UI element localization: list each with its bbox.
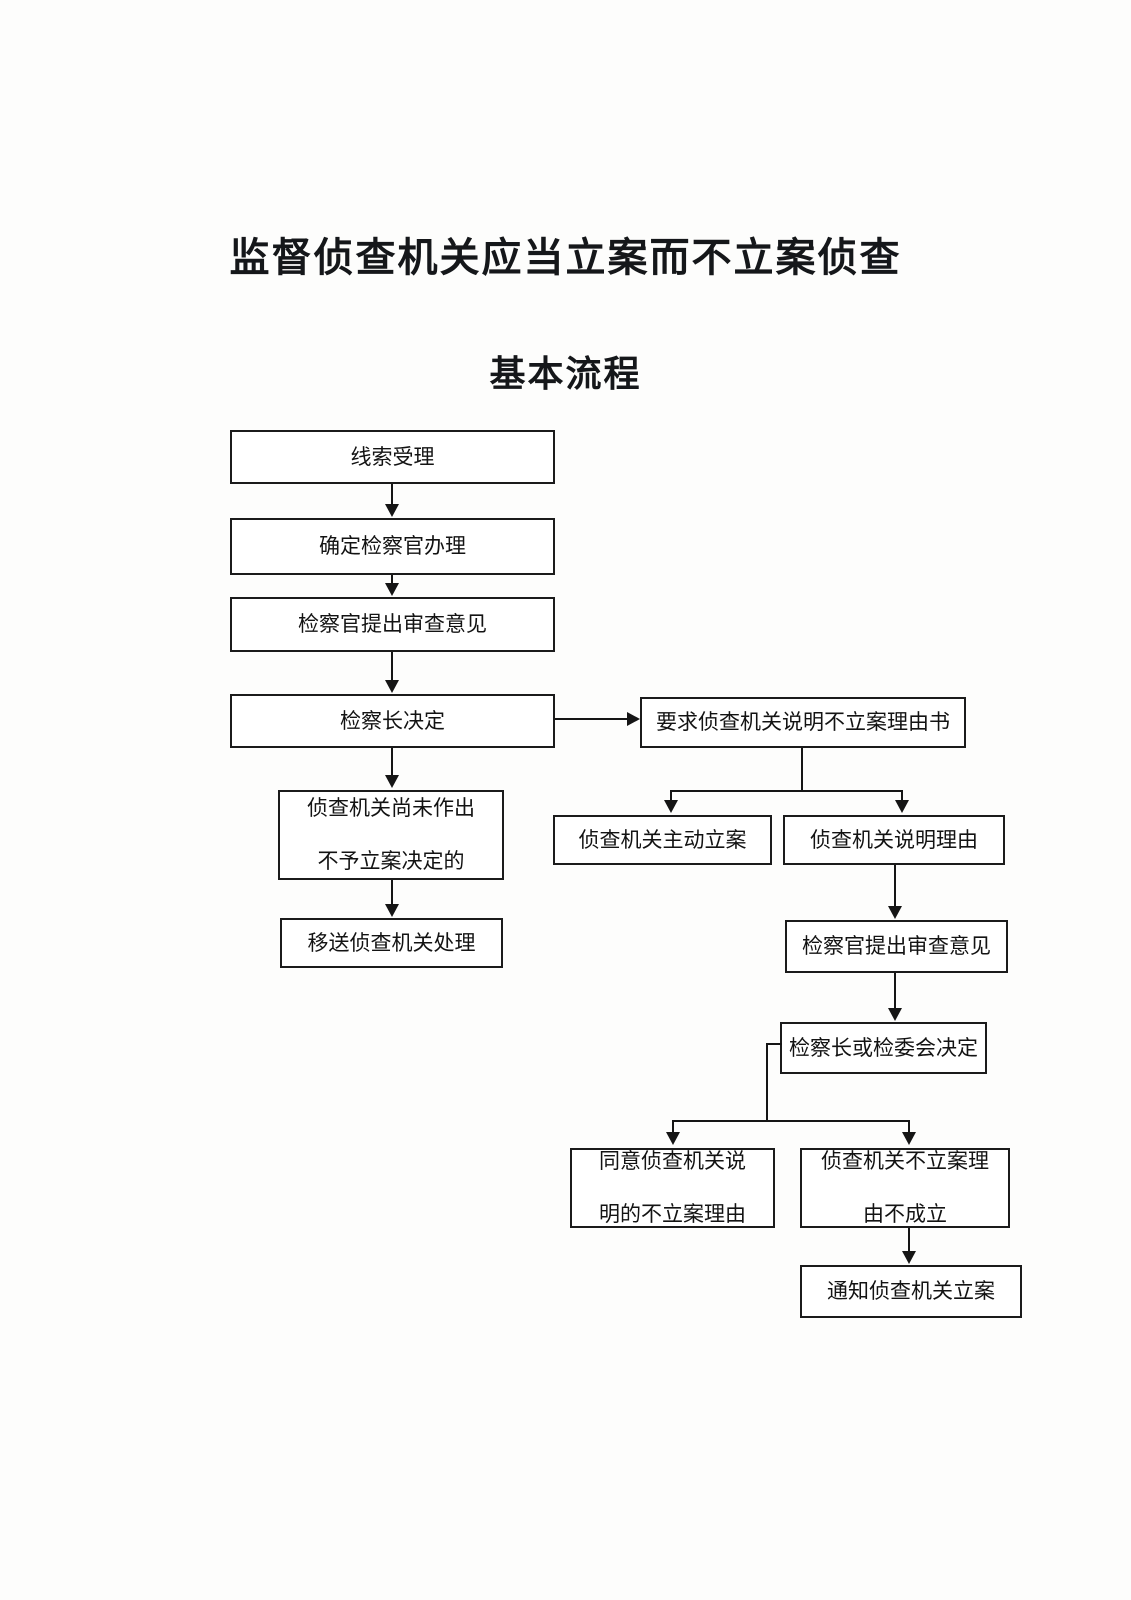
connector-arrow-n5-n8 <box>664 800 678 813</box>
connector-line-n11-split-bar <box>672 1120 910 1122</box>
connector-arrow-n11-n13 <box>902 1132 916 1145</box>
connector-line-n5-n8-drop <box>670 790 672 802</box>
connector-line-n2-n3 <box>391 575 393 584</box>
flow-node-label: 确定检察官办理 <box>319 534 466 559</box>
flow-node-label-line-1: 同意侦查机关说 <box>599 1148 746 1173</box>
flow-node-label: 侦查机关主动立案 <box>578 827 747 852</box>
connector-arrow-n2-n3 <box>385 583 399 596</box>
flow-node-label-line-2: 明的不立案理由 <box>599 1202 746 1227</box>
connector-line-n11-n13-drop <box>908 1120 910 1134</box>
flow-node-侦查机关尚未作出不予立案决定的: 侦查机关尚未作出 不予立案决定的 <box>278 790 504 880</box>
connector-line-n10-n11 <box>894 973 896 1009</box>
connector-line-n3-n4 <box>391 652 393 681</box>
flow-node-label: 侦查机关说明理由 <box>810 827 978 852</box>
flow-node-同意侦查机关说明的不立案理由: 同意侦查机关说 明的不立案理由 <box>570 1148 775 1228</box>
flow-node-检察长或检委会决定: 检察长或检委会决定 <box>780 1022 987 1074</box>
flow-node-移送侦查机关处理: 移送侦查机关处理 <box>280 918 503 968</box>
connector-line-n11-split-stem <box>766 1043 768 1121</box>
connector-line-n5-split-bar <box>670 790 903 792</box>
connector-line-n13-n14 <box>908 1228 910 1252</box>
flow-node-检察官提出审查意见: 检察官提出审查意见 <box>230 597 555 652</box>
connector-arrow-n9-n10 <box>888 906 902 919</box>
flow-node-label: 检察官提出审查意见 <box>802 934 991 959</box>
connector-line-n11-exit <box>766 1043 782 1045</box>
connector-line-n6-n7 <box>391 880 393 905</box>
flow-node-label: 线索受理 <box>350 444 435 469</box>
flow-node-侦查机关不立案理由不成立: 侦查机关不立案理 由不成立 <box>800 1148 1010 1228</box>
flow-node-label: 侦查机关尚未作出 不予立案决定的 <box>284 795 498 876</box>
flow-node-侦查机关说明理由: 侦查机关说明理由 <box>783 815 1005 865</box>
flow-node-label: 检察官提出审查意见 <box>298 612 487 637</box>
flow-node-label-line-1: 侦查机关不立案理 <box>821 1148 989 1173</box>
connector-arrow-n1-n2 <box>385 504 399 517</box>
flow-node-要求侦查机关说明不立案理由书: 要求侦查机关说明不立案理由书 <box>640 697 966 748</box>
flow-node-侦查机关主动立案: 侦查机关主动立案 <box>553 815 772 865</box>
connector-arrow-n4-n5 <box>627 712 640 726</box>
flow-node-label: 通知侦查机关立案 <box>827 1279 995 1304</box>
flow-node-label: 检察长或检委会决定 <box>789 1035 978 1060</box>
flow-node-label: 要求侦查机关说明不立案理由书 <box>656 710 950 735</box>
connector-arrow-n13-n14 <box>902 1251 916 1264</box>
flow-node-label-line-1: 侦查机关尚未作出 <box>307 795 475 820</box>
connector-arrow-n10-n11 <box>888 1008 902 1021</box>
flow-node-检察官提出审查意见-2: 检察官提出审查意见 <box>785 920 1008 973</box>
connector-line-n5-split-stem <box>801 748 803 792</box>
connector-line-n4-n5 <box>555 718 627 720</box>
connector-line-n4-n6 <box>391 748 393 776</box>
connector-arrow-n5-n9 <box>895 800 909 813</box>
flow-node-通知侦查机关立案: 通知侦查机关立案 <box>800 1265 1022 1318</box>
page-title-line-1: 监督侦查机关应当立案而不立案侦查 <box>229 234 902 281</box>
connector-line-n1-n2 <box>391 484 393 505</box>
flow-node-检察长决定: 检察长决定 <box>230 694 555 748</box>
connector-arrow-n3-n4 <box>385 680 399 693</box>
connector-arrow-n6-n7 <box>385 904 399 917</box>
page-title-line-2: 基本流程 <box>489 353 642 395</box>
flow-node-线索受理: 线索受理 <box>230 430 555 484</box>
flow-node-label: 侦查机关不立案理 由不成立 <box>806 1148 1004 1229</box>
flow-node-label: 移送侦查机关处理 <box>307 930 476 955</box>
flow-node-label: 检察长决定 <box>340 708 445 733</box>
flow-node-label-line-2: 不予立案决定的 <box>317 849 465 874</box>
flow-node-确定检察官办理: 确定检察官办理 <box>230 518 555 575</box>
connector-arrow-n4-n6 <box>385 775 399 788</box>
connector-line-n5-n9-drop <box>901 790 903 802</box>
flow-node-label-line-2: 由不成立 <box>863 1202 947 1227</box>
flow-node-label: 同意侦查机关说 明的不立案理由 <box>576 1148 769 1229</box>
connector-line-n11-n12-drop <box>672 1120 674 1134</box>
connector-arrow-n11-n12 <box>666 1132 680 1145</box>
connector-line-n9-n10 <box>894 865 896 907</box>
